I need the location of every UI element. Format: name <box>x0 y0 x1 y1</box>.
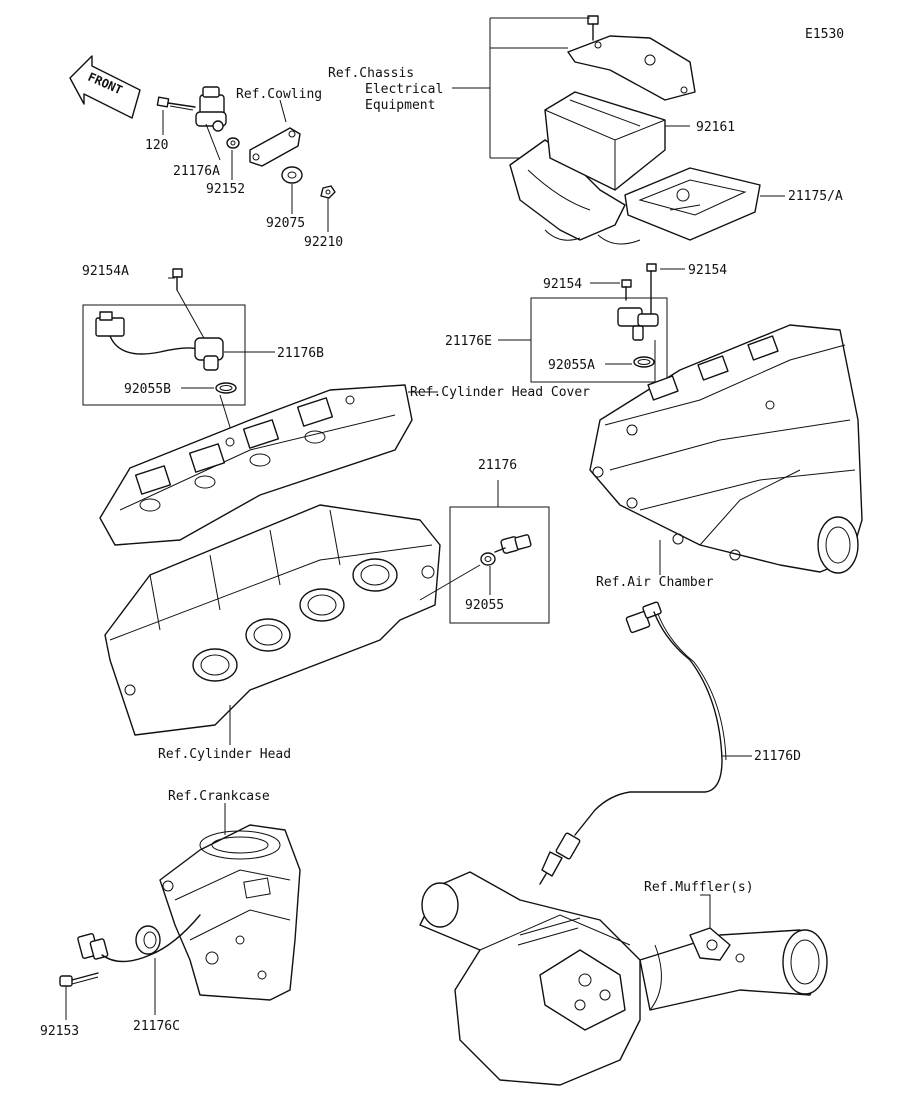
label-21176B: 21176B <box>277 346 324 361</box>
oring-92055 <box>480 552 496 566</box>
bolt-top-ecu <box>587 15 599 41</box>
grommet-92075 <box>281 166 303 184</box>
label-92153: 92153 <box>40 1024 79 1039</box>
label-ref-cylinder-head-cover: Ref.Cylinder Head Cover <box>410 385 590 400</box>
cylinder-head-cover <box>99 384 413 546</box>
group-box-21176B <box>82 304 246 406</box>
diagram-code: E1530 <box>805 27 844 42</box>
sensor-bolt-120 <box>156 96 196 111</box>
label-ref-chassis-1: Ref.Chassis <box>328 66 414 81</box>
crankcase <box>159 824 301 1001</box>
label-92161: 92161 <box>696 120 735 135</box>
label-21175A: 21175/A <box>788 189 843 204</box>
sensor-21176C <box>77 914 201 963</box>
label-ref-crankcase: Ref.Crankcase <box>168 789 270 804</box>
label-92055: 92055 <box>465 598 504 613</box>
collar-92152 <box>226 137 240 149</box>
group-box-21176 <box>449 506 550 624</box>
label-21176A: 21176A <box>173 164 220 179</box>
label-ref-cylinder-head: Ref.Cylinder Head <box>158 747 291 762</box>
sensor-21176 <box>494 534 532 554</box>
label-ref-chassis-3: Equipment <box>365 98 435 113</box>
label-21176: 21176 <box>478 458 517 473</box>
label-92055B: 92055B <box>124 382 171 397</box>
label-92154-right: 92154 <box>688 263 727 278</box>
muffler <box>419 871 828 1086</box>
ecu-92161 <box>544 91 666 191</box>
label-ref-mufflers: Ref.Muffler(s) <box>644 880 754 895</box>
label-92154A: 92154A <box>82 264 129 279</box>
cylinder-head <box>104 504 441 736</box>
nut-92210 <box>320 185 336 199</box>
label-92210: 92210 <box>304 235 343 250</box>
oring-92055B <box>215 382 237 394</box>
ecu-cover-21175A <box>624 167 761 241</box>
bolt-92154A <box>172 268 206 341</box>
air-chamber <box>589 324 863 574</box>
label-ref-air-chamber: Ref.Air Chamber <box>596 575 714 590</box>
label-120: 120 <box>145 138 168 153</box>
oring-92055A <box>633 356 655 368</box>
cowling-bracket <box>249 127 301 167</box>
label-92075: 92075 <box>266 216 305 231</box>
label-92055A: 92055A <box>548 358 595 373</box>
label-21176C: 21176C <box>133 1019 180 1034</box>
bolt-92153 <box>59 972 99 987</box>
sensor-21176E <box>617 307 659 341</box>
front-arrow-icon: FRONT <box>69 55 141 119</box>
label-ref-cowling: Ref.Cowling <box>236 87 322 102</box>
bolt-92154-left <box>621 279 632 301</box>
label-21176E: 21176E <box>445 334 492 349</box>
sensor-21176A <box>195 86 227 132</box>
chassis-bracket <box>509 35 696 245</box>
sensor-21176D <box>539 601 727 885</box>
label-92154-left: 92154 <box>543 277 582 292</box>
label-21176D: 21176D <box>754 749 801 764</box>
sensor-21176B <box>95 311 224 371</box>
label-92152: 92152 <box>206 182 245 197</box>
label-ref-chassis-2: Electrical <box>365 82 443 97</box>
